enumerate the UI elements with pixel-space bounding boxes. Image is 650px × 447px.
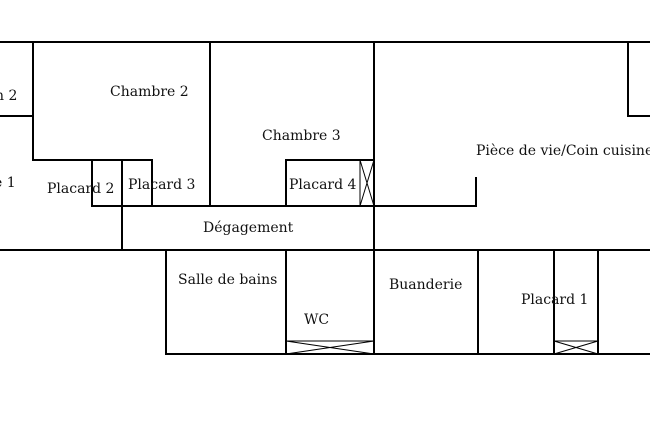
walls bbox=[0, 41, 650, 355]
cross-box-wc bbox=[285, 340, 375, 355]
label-chambre1: e 1 bbox=[0, 175, 16, 191]
cross-box-placard1 bbox=[553, 340, 599, 355]
label-buanderie: Buanderie bbox=[389, 277, 462, 293]
label-placard2: Placard 2 bbox=[47, 181, 114, 197]
label-piece-de-vie: Pièce de vie/Coin cuisine bbox=[476, 143, 650, 159]
label-chambre2: Chambre 2 bbox=[110, 84, 189, 100]
label-chambre1-top: n 2 bbox=[0, 88, 17, 104]
label-placard1: Placard 1 bbox=[521, 292, 588, 308]
label-wc: WC bbox=[304, 312, 329, 328]
label-salle-de-bains: Salle de bains bbox=[178, 272, 277, 288]
label-chambre3: Chambre 3 bbox=[262, 128, 341, 144]
label-placard4: Placard 4 bbox=[289, 177, 357, 193]
label-placard3: Placard 3 bbox=[128, 177, 195, 193]
label-degagement: Dégagement bbox=[203, 220, 294, 236]
cross-box-placard4 bbox=[359, 159, 375, 207]
